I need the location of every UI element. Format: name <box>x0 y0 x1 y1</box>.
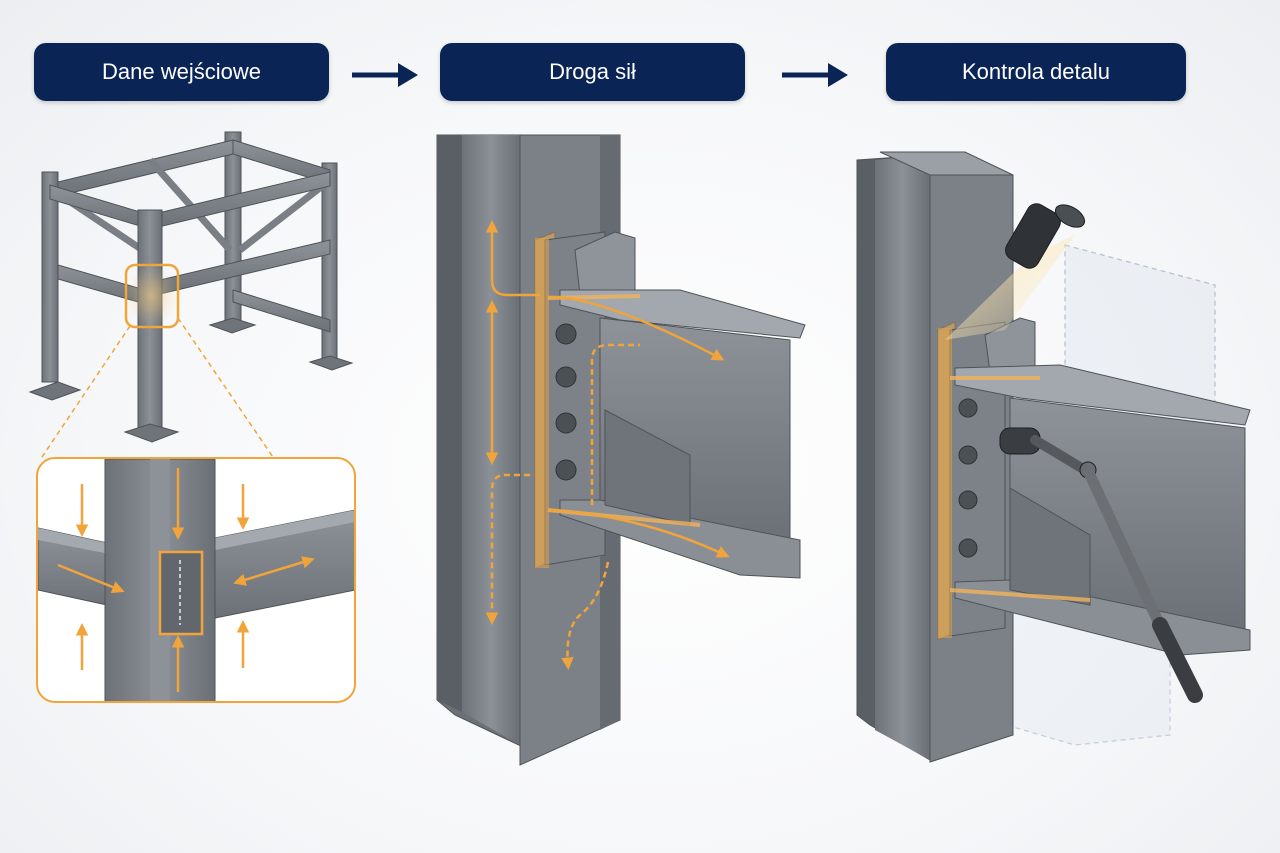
inspection-lamp-icon <box>1005 203 1086 269</box>
step-input-data: Dane wejściowe <box>34 43 329 101</box>
step-load-path: Droga sił <box>440 43 745 101</box>
bolt-icon <box>958 398 978 558</box>
bolt-icon <box>555 323 577 481</box>
arrow-right-icon <box>352 63 418 87</box>
step-load-path-label: Droga sił <box>549 59 636 84</box>
step-detail-check: Kontrola detalu <box>886 43 1186 101</box>
frame-3d <box>28 131 354 461</box>
load-path-connection <box>436 134 806 766</box>
joint-detail-inset <box>36 457 356 703</box>
step-detail-check-label: Kontrola detalu <box>962 59 1110 84</box>
detail-check-connection <box>856 151 1251 763</box>
arrow-right-icon <box>782 63 848 87</box>
step-input-data-label: Dane wejściowe <box>102 59 261 84</box>
torque-wrench-icon <box>999 427 1203 703</box>
